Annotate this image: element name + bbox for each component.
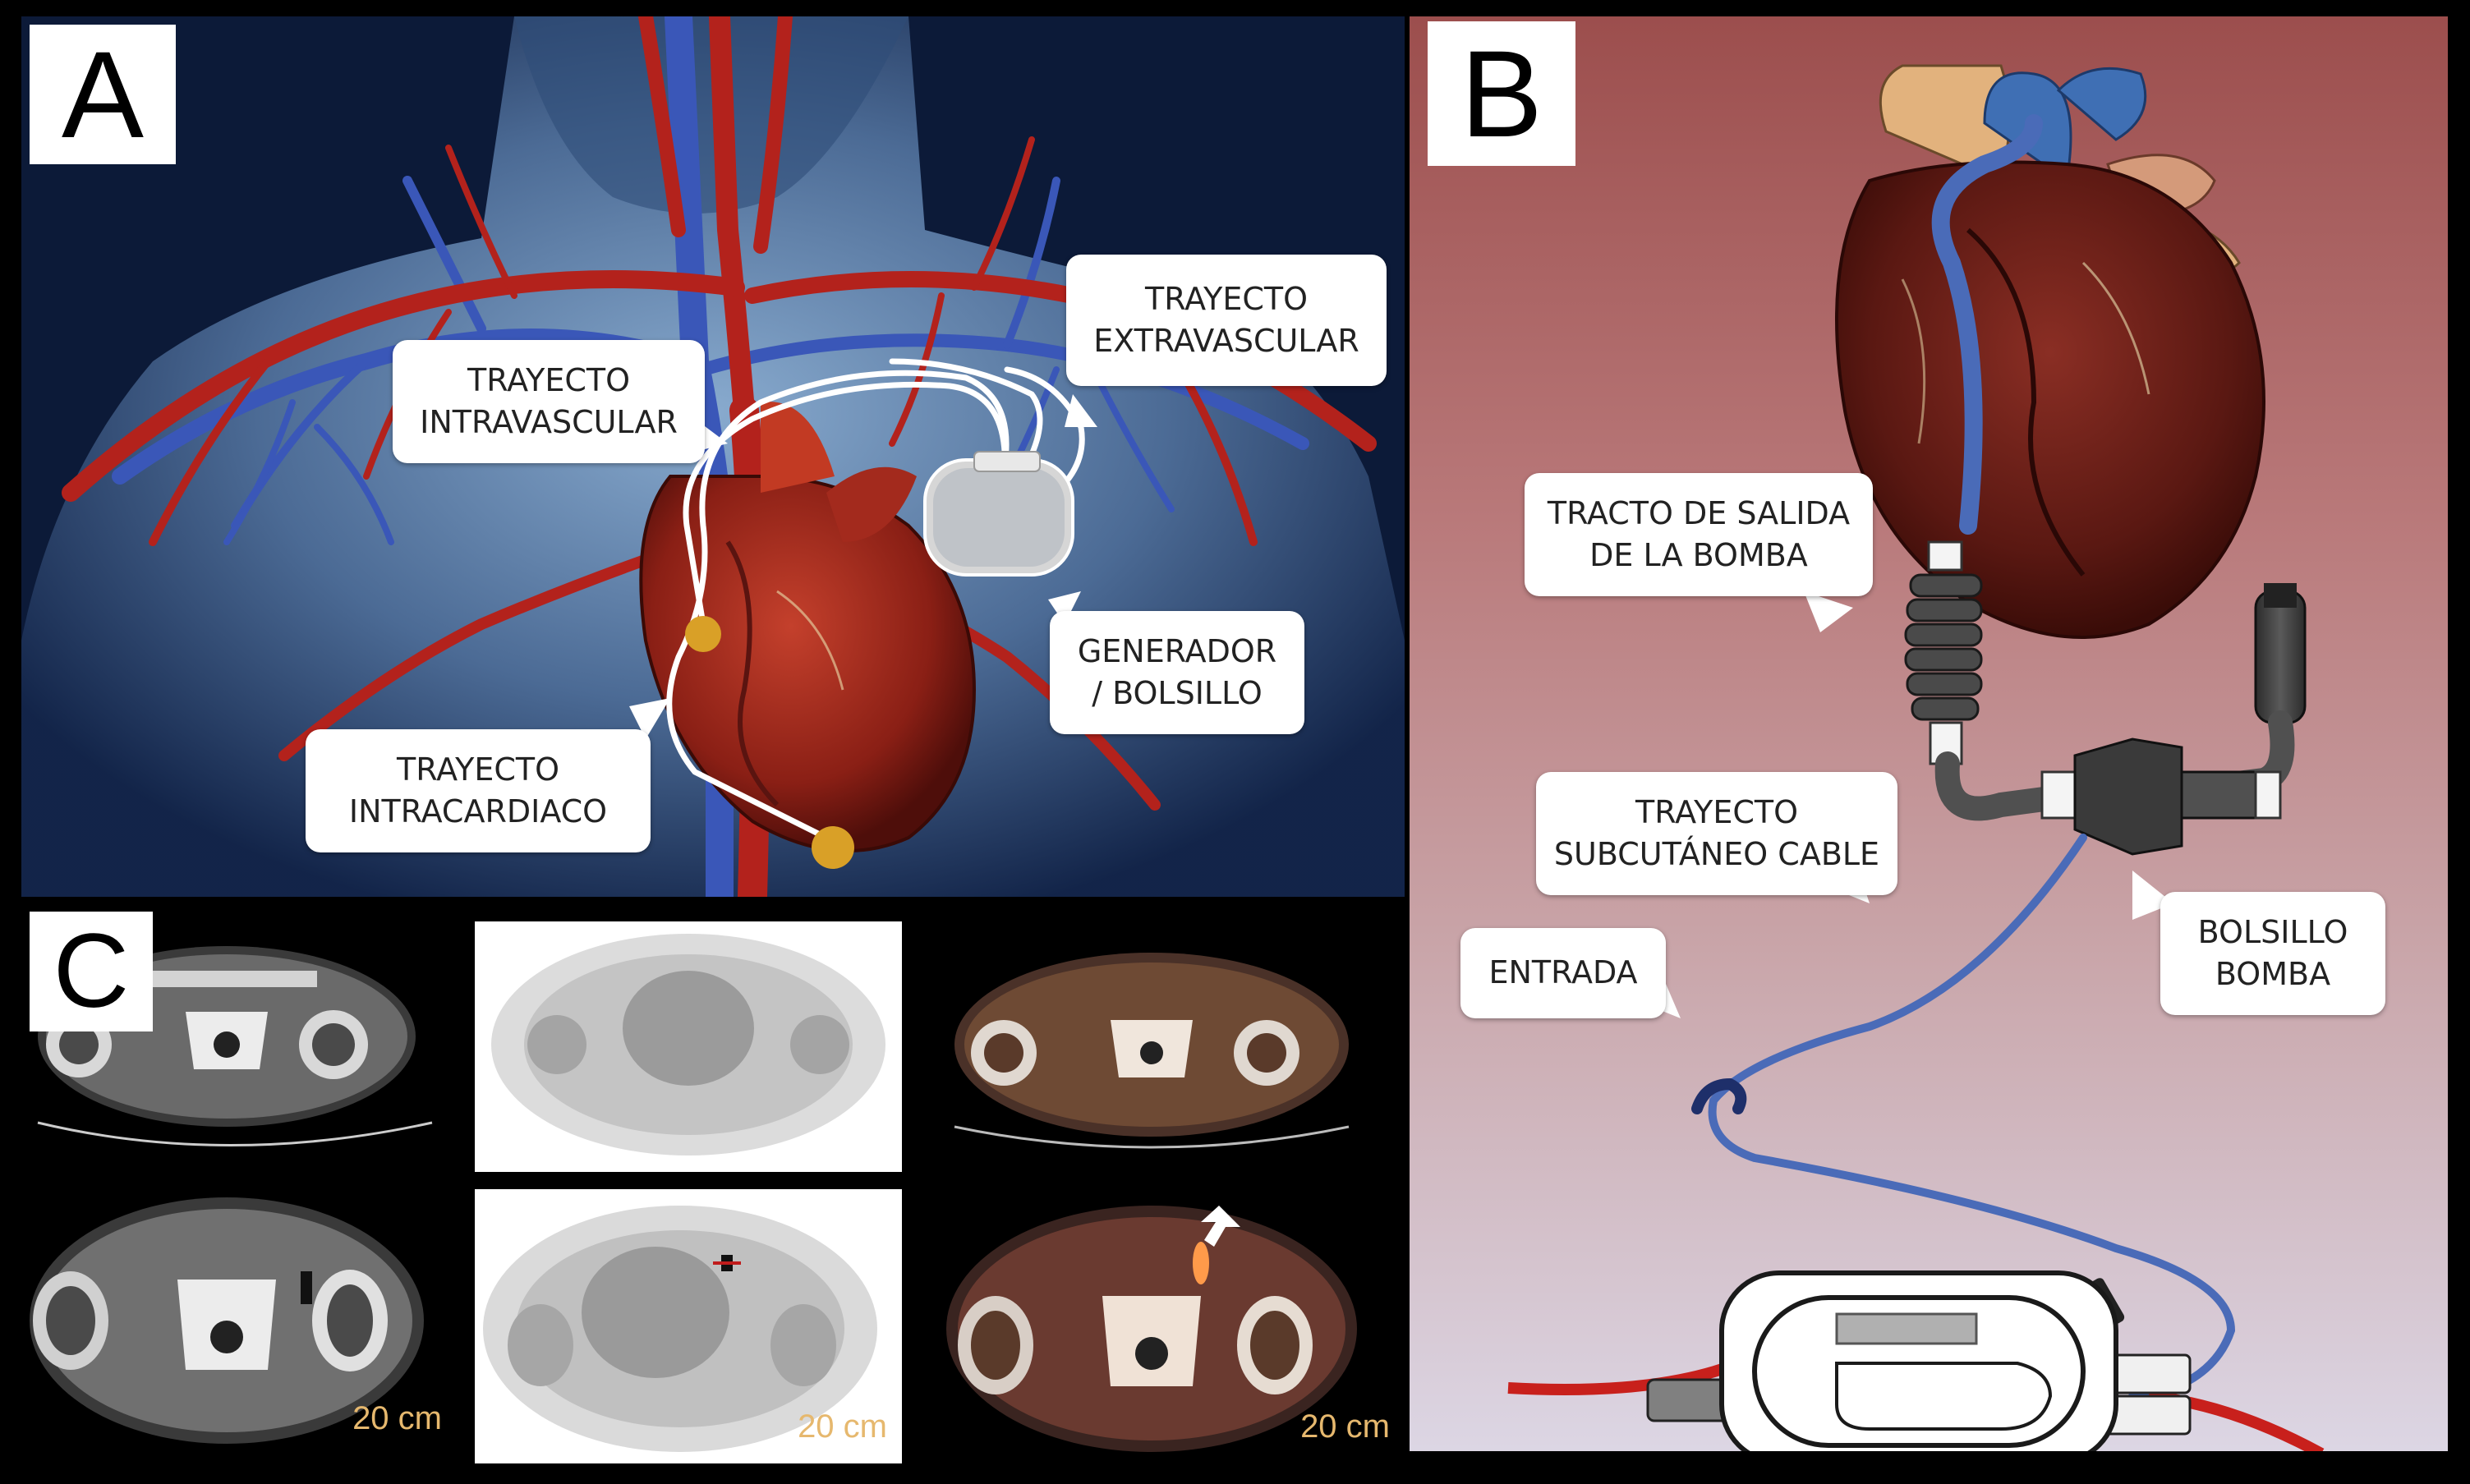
heart-b [1835, 160, 2265, 639]
label-extravascular-line-2: EXTRAVASCULAR [1093, 323, 1359, 359]
label-outflow-line-2: DE LA BOMBA [1589, 537, 1808, 573]
panel-b: B TRACTO DE SALIDA DE LA BOMBA TRAYECTO … [1410, 16, 2448, 1451]
panel-b-letter: B [1428, 21, 1575, 166]
panel-a: A TRAYECTO EXTRAVASCULAR TRAYECTO INTRAV… [21, 16, 1405, 897]
label-extravascular: TRAYECTO EXTRAVASCULAR [1066, 255, 1387, 386]
pet-hotspot [1193, 1242, 1209, 1284]
pet-scan-upper [475, 921, 902, 1172]
panel-c-letter: C [30, 912, 153, 1031]
pump-inflow-cuff [2254, 583, 2307, 724]
pump-body [2040, 737, 2282, 856]
label-pump-pocket-line-2: BOMBA [2215, 956, 2331, 992]
label-pump-pocket: BOLSILLO BOMBA [2160, 892, 2385, 1015]
panel-c: 20 cm 20 cm 20 cm C [21, 905, 1405, 1472]
ventricular-lead-tip [812, 826, 854, 869]
pet-scale-label: 20 cm [798, 1408, 887, 1445]
label-subcutaneous: TRAYECTO SUBCUTÁNEO CABLE [1536, 772, 1897, 895]
label-outflow: TRACTO DE SALIDA DE LA BOMBA [1525, 473, 1873, 596]
atrial-lead-tip [685, 616, 721, 652]
fusion-scan-lower: 20 cm [930, 1189, 1405, 1463]
pump-controller [1507, 1270, 2325, 1451]
pump-outflow-graft [1904, 540, 1983, 765]
ct-scale-label: 20 cm [352, 1400, 442, 1436]
pet-scan-lower: 20 cm [475, 1189, 902, 1463]
label-subcutaneous-line-2: SUBCUTÁNEO CABLE [1553, 836, 1880, 872]
label-entry: ENTRADA [1460, 928, 1666, 1018]
label-intravascular-line-2: INTRAVASCULAR [420, 404, 678, 440]
panel-b-illustration [1507, 64, 2325, 1451]
label-intracardiac: TRAYECTO INTRACARDIACO [306, 729, 651, 852]
label-extravascular-line-1: TRAYECTO [1145, 280, 1308, 317]
panel-a-illustration [21, 16, 1405, 897]
label-intracardiac-line-2: INTRACARDIACO [348, 793, 608, 829]
label-outflow-line-1: TRACTO DE SALIDA [1547, 494, 1851, 531]
label-intracardiac-line-1: TRAYECTO [397, 751, 559, 788]
pacemaker-generator [923, 451, 1074, 577]
label-intravascular-line-1: TRAYECTO [467, 361, 630, 398]
label-generator: GENERADOR / BOLSILLO [1050, 611, 1304, 734]
panel-a-letter: A [30, 25, 176, 164]
label-pump-pocket-line-1: BOLSILLO [2197, 913, 2348, 950]
heart [639, 402, 977, 852]
label-generator-line-1: GENERADOR [1077, 632, 1277, 669]
label-intravascular: TRAYECTO INTRAVASCULAR [393, 340, 705, 463]
ct-scan-lower: 20 cm [21, 1181, 457, 1455]
label-generator-line-2: / BOLSILLO [1092, 675, 1263, 711]
label-entry-line-1: ENTRADA [1488, 954, 1638, 991]
label-subcutaneous-line-1: TRAYECTO [1635, 793, 1798, 830]
fusion-scale-label: 20 cm [1300, 1408, 1390, 1445]
driveline-cable [1708, 834, 2236, 1400]
arrow-indicator [1201, 1206, 1240, 1247]
fusion-scan-upper [930, 921, 1405, 1184]
